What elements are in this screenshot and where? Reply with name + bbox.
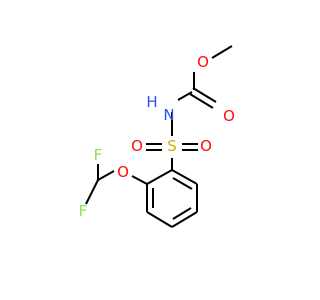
atom-o-sulfonyl-left: O (131, 137, 143, 155)
bond-c-f-bottom (85, 179, 99, 205)
bond-carbonyl-double-a (192, 87, 217, 103)
ring-bond-6 (146, 169, 173, 185)
bond-methyl-o (211, 45, 233, 59)
molecule-diagram: O O H N S O O O F F (79, 45, 235, 228)
structure-drawing: O O H N S O O O F F (79, 45, 235, 228)
bond-ring-o-ether (131, 175, 148, 185)
bond-o-chf2 (97, 170, 115, 181)
ring-inner-1 (172, 177, 193, 190)
ring-inner-2 (172, 207, 192, 220)
atom-n: N (163, 106, 174, 124)
ring-bond-3 (171, 211, 198, 228)
bonds (85, 45, 233, 228)
ring-bond-4 (146, 211, 173, 228)
ring-bond-1 (171, 169, 198, 185)
atom-s: S (167, 137, 177, 155)
bond-carbonyl-double-b (189, 93, 214, 109)
atom-o-carbonyl: O (223, 107, 235, 125)
atom-o-sulfonyl-right: O (200, 137, 212, 155)
atom-labels: O O H N S O O O F F (79, 53, 235, 220)
atom-o-methoxy: O (197, 53, 209, 71)
atom-o-ether: O (117, 163, 129, 181)
atom-h-nh: H (146, 93, 157, 111)
atom-f-bottom: F (79, 202, 88, 220)
bond-c-n (177, 91, 193, 101)
atom-f-top: F (94, 146, 103, 164)
